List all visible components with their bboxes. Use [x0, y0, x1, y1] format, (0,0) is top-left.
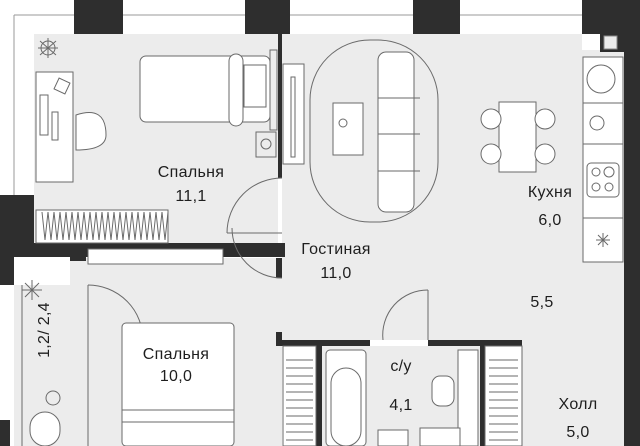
room-area-living: 11,0: [320, 265, 352, 282]
room-name-hall: Холл: [558, 396, 598, 413]
toilet: [431, 375, 455, 407]
bed: [139, 55, 271, 123]
room-area-bedroom1: 11,1: [175, 188, 207, 205]
dishwasher-icon: [589, 115, 605, 131]
room-area-balcony: 1,2/ 2,4: [36, 302, 53, 358]
room-area-hall: 5,0: [566, 424, 590, 441]
sink-icon: [586, 64, 616, 94]
room-area-bedroom2: 10,0: [159, 368, 193, 385]
rug: [309, 39, 439, 223]
hob-icon: [586, 162, 620, 198]
chair: [75, 112, 107, 151]
bathtub: [325, 349, 367, 446]
dining-table: [498, 101, 537, 173]
plant-icon: [22, 280, 42, 300]
wardrobe: [282, 345, 317, 446]
plant-icon: [38, 38, 58, 58]
wardrobe: [484, 345, 523, 446]
room-name-kitchen: Кухня: [527, 184, 573, 201]
room-area-corridor: 5,5: [530, 294, 554, 311]
room-name-living: Гостиная: [301, 241, 371, 258]
room-area-kitchen: 6,0: [538, 212, 562, 229]
room-name-bedroom2: Спальня: [142, 346, 210, 363]
room-name-bathroom: с/у: [390, 358, 412, 375]
sofa: [377, 51, 415, 213]
room-name-bedroom1: Спальня: [157, 164, 225, 181]
room-area-bathroom: 4,1: [389, 397, 413, 414]
kitchen-counter: [582, 56, 624, 263]
